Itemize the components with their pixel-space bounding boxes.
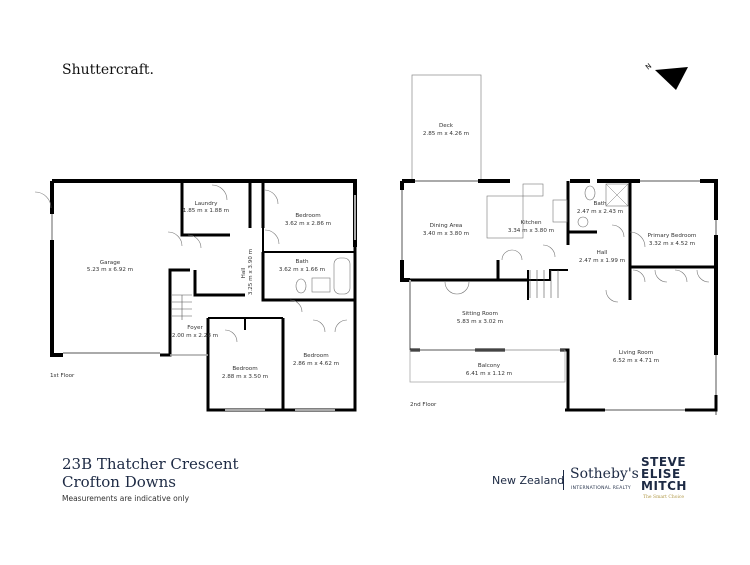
room-name: Hall: [597, 250, 608, 256]
agent-name: STEVE: [641, 455, 687, 469]
logo-divider: [563, 470, 564, 490]
room-dims: 5.23 m x 6.92 m: [87, 267, 133, 273]
disclaimer: Measurements are indicative only: [62, 494, 190, 503]
room-name: Deck: [439, 123, 454, 129]
agents-tagline: The Smart Choice: [643, 495, 685, 500]
address-suburb: Crofton Downs: [62, 473, 176, 491]
room-dims: 2.86 m x 4.62 m: [293, 361, 339, 367]
room-dims: 2.47 m x 2.43 m: [577, 209, 623, 215]
room-name: Bedroom: [232, 366, 257, 372]
floor-label: 2nd Floor: [410, 402, 437, 408]
room-dims: 6.41 m x 1.12 m: [466, 371, 512, 377]
room-dims: 3.32 m x 4.52 m: [649, 241, 695, 247]
room-name: Dining Area: [430, 223, 463, 229]
room-name: Kitchen: [520, 220, 541, 226]
room-dims: 3.62 m x 1.66 m: [279, 267, 325, 273]
compass-label: N: [644, 62, 653, 72]
room-name: Balcony: [478, 363, 501, 369]
agency-region: New Zealand: [492, 474, 565, 487]
room-dims: 2.88 m x 3.50 m: [222, 374, 268, 380]
second-floor-plan: [400, 74, 718, 415]
room-name: Hall: [241, 267, 247, 278]
room-name: Foyer: [187, 325, 203, 331]
agency-logo: Sotheby's: [570, 466, 639, 482]
room-name: Bath: [295, 259, 308, 265]
room-dims: 1.85 m x 1.88 m: [183, 208, 229, 214]
room-name: Living Room: [619, 350, 653, 356]
floor-label: 1st Floor: [50, 373, 75, 379]
room-name: Sitting Room: [462, 311, 498, 317]
room-name: Bedroom: [295, 213, 320, 219]
agent-name: ELISE: [641, 467, 681, 481]
room-dims: 3.40 m x 3.80 m: [423, 231, 469, 237]
room-name: Primary Bedroom: [648, 233, 697, 239]
room-dims: 2.47 m x 1.99 m: [579, 258, 625, 264]
address-street: 23B Thatcher Crescent: [62, 455, 239, 473]
room-name: Laundry: [195, 201, 218, 207]
first-floor-plan: [34, 179, 357, 412]
room-dims: 6.52 m x 4.71 m: [613, 358, 659, 364]
room-dims: 3.34 m x 3.80 m: [508, 228, 554, 234]
agency-subtitle: INTERNATIONAL REALTY: [571, 486, 631, 491]
north-compass-icon: N: [644, 62, 688, 90]
room-name: Bedroom: [303, 353, 328, 359]
room-dims: 3.62 m x 2.86 m: [285, 221, 331, 227]
room-dims: 2.85 m x 4.26 m: [423, 131, 469, 137]
room-dims: 5.83 m x 3.02 m: [457, 319, 503, 325]
room-dims: 2.00 m x 2.28 m: [172, 333, 218, 339]
room-name: Garage: [100, 260, 121, 266]
room-dims: 3.25 m x 3.90 m: [248, 249, 254, 295]
photographer-logo: Shuttercraft.: [62, 62, 154, 78]
agent-name: MITCH: [641, 479, 687, 493]
agents-logo: STEVE ELISE MITCH: [641, 456, 687, 492]
room-name: Bath: [593, 201, 606, 207]
